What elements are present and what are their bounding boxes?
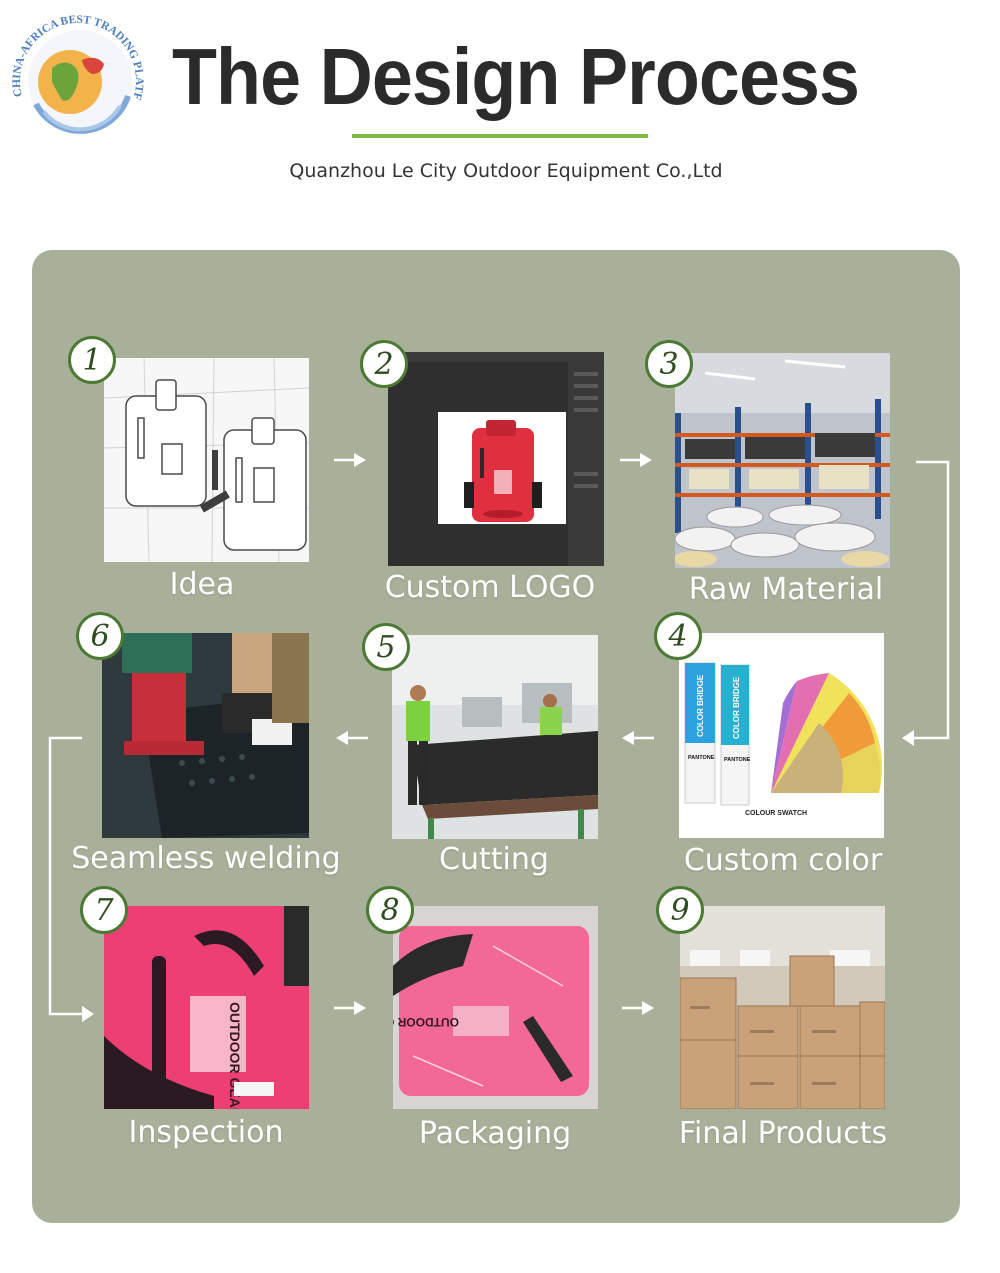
step-5-number-badge: 5	[362, 623, 410, 671]
swatch-fan	[771, 673, 883, 793]
flow-connector-right	[902, 460, 950, 746]
step-6-image	[102, 633, 309, 838]
step-4-label: Custom color	[683, 843, 883, 878]
bag-brand-text: OUTDOOR GEAR	[393, 1015, 459, 1029]
title-underline	[352, 134, 648, 138]
step-2-image	[388, 352, 604, 566]
step-2-label: Custom LOGO	[384, 570, 596, 605]
swatch-brand-text: PANTONE	[724, 757, 751, 763]
platform-logo: CHINA-AFRICA BEST TRADING PLATFORM	[3, 0, 148, 138]
step-3-image	[675, 353, 890, 568]
swatch-caption-text: COLOUR SWATCH	[745, 810, 807, 817]
step-7-image: OUTDOOR GEAR	[104, 906, 309, 1109]
step-1-number-badge: 1	[68, 336, 116, 384]
step-3-label: Raw Material	[688, 572, 884, 607]
step-5-image	[392, 635, 598, 839]
step-9-label: Final Products	[678, 1116, 888, 1151]
arrow-left-icon	[336, 731, 368, 745]
step-9-number-badge: 9	[656, 886, 704, 934]
company-name: Quanzhou Le City Outdoor Equipment Co.,L…	[289, 160, 723, 182]
step-1-label: Idea	[169, 567, 235, 602]
arrow-right-icon	[334, 453, 366, 467]
swatch-guide-text: COLOR BRIDGE	[732, 676, 741, 739]
swatch-brand-text: PANTONE	[688, 755, 715, 761]
step-6-label: Seamless welding	[71, 841, 341, 876]
arrow-right-icon	[620, 453, 652, 467]
step-1-image	[104, 358, 309, 562]
arrow-right-icon	[334, 1001, 366, 1015]
step-2-number-badge: 2	[360, 340, 408, 388]
page-title: The Design Process	[172, 32, 860, 121]
step-4-image: COLOR BRIDGE COLOR BRIDGE PANTONE PANTON…	[679, 633, 884, 838]
arrow-right-icon	[622, 1001, 654, 1015]
step-8-number-badge: 8	[366, 886, 414, 934]
flow-connector-left	[48, 736, 94, 1022]
step-6-number-badge: 6	[76, 612, 124, 660]
swatch-guide-text: COLOR BRIDGE	[696, 674, 705, 737]
step-7-number-badge: 7	[80, 886, 128, 934]
step-7-label: Inspection	[128, 1115, 284, 1150]
step-4-number-badge: 4	[654, 612, 702, 660]
step-8-image: OUTDOOR GEAR	[393, 906, 598, 1109]
step-9-image	[680, 906, 885, 1109]
step-3-number-badge: 3	[645, 340, 693, 388]
step-8-label: Packaging	[418, 1116, 572, 1151]
arrow-left-icon	[622, 731, 654, 745]
step-5-label: Cutting	[439, 842, 549, 877]
